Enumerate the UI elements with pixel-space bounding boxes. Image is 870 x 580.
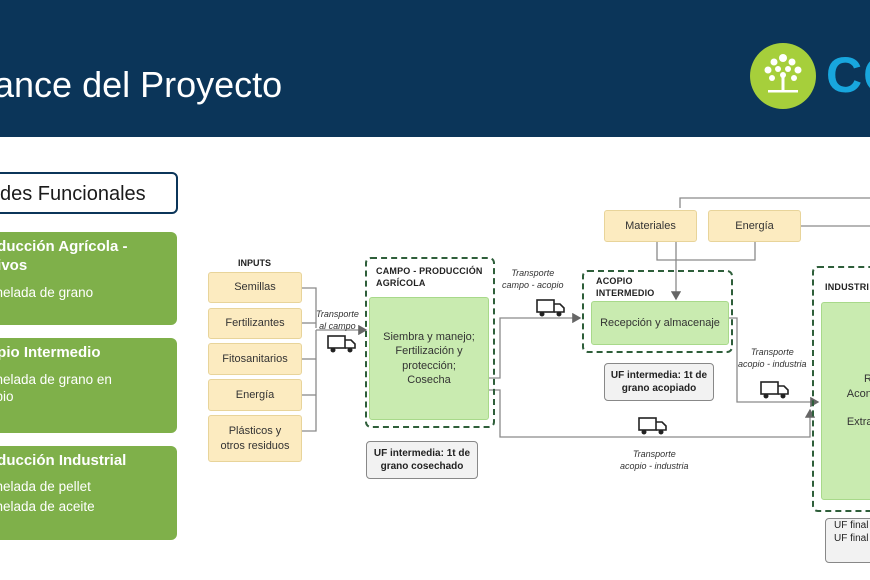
input-energia-top: Energía (708, 210, 801, 242)
process-line: Cosecha (407, 373, 451, 386)
uf-line: UF intermedia: 1t de (610, 370, 708, 381)
page-title: ance del Proyecto (0, 64, 283, 105)
input-semillas: Semillas (208, 272, 302, 303)
campo-uf-box: UF intermedia: 1t de grano cosechado (366, 441, 478, 479)
uf-line: grano acopiado (621, 383, 697, 394)
logo-text: CO (826, 47, 870, 103)
functional-units-title: des Funcionales (0, 183, 146, 205)
campo-stage-frame (365, 257, 495, 428)
stage-title-line: CAMPO - PRODUCCIÓN (376, 266, 483, 276)
acopio-stage-title: ACOPIO INTERMEDIO (596, 276, 655, 299)
industria-process-box: Re Acond P Extrac (821, 302, 870, 500)
truck-icon (327, 334, 357, 359)
transport-text: Transporte (750, 347, 794, 357)
card-text-line: onelada de aceite (0, 499, 95, 514)
card-text-line: opio (0, 389, 14, 404)
acopio-uf-box: UF intermedia: 1t de grano acopiado (604, 363, 714, 401)
acopio-stage-frame (582, 270, 733, 353)
campo-process-box: Siembra y manejo; Fertilización y protec… (369, 297, 489, 420)
inputs-title: INPUTS (238, 258, 272, 268)
industria-stage-frame (812, 266, 870, 512)
functional-units-title-box: des Funcionales (0, 172, 178, 214)
input-energia: Energía (208, 379, 302, 411)
input-fertilizantes: Fertilizantes (208, 308, 302, 339)
industria-uf-box: UF final UF final (825, 518, 870, 563)
transport-text: al campo (319, 320, 356, 331)
input-materiales: Materiales (604, 210, 697, 242)
process-line: protección; (402, 359, 456, 372)
acopio-process-box: Recepción y almacenaje (591, 301, 729, 345)
transport-campo-acopio-label: Transporte campo - acopio (502, 268, 564, 291)
industria-stage-title: INDUSTRI (825, 282, 870, 292)
process-line: Extrac (846, 416, 870, 429)
truck-icon (536, 298, 566, 323)
transport-acopio-industria-label: Transporte acopio - industria (738, 347, 807, 370)
card-title-line: oducción Agrícola - (0, 238, 128, 255)
card-produccion-industrial: oducción Industrial onelada de pellet on… (0, 446, 177, 540)
uf-line: UF final (834, 533, 869, 544)
logo-tree-icon (750, 43, 816, 109)
card-text-line: onelada de grano (0, 285, 94, 300)
uf-line: UF intermedia: 1t de (373, 448, 471, 459)
uf-line: grano cosechado (380, 461, 464, 472)
truck-icon (638, 416, 668, 441)
header-bar: ance del Proyecto CO (0, 0, 870, 137)
transport-al-campo-label: Transporte al campo (316, 309, 359, 332)
transport-text: campo - acopio (502, 279, 564, 290)
stage-title-line: AGRÍCOLA (376, 277, 426, 288)
transport-text: Transporte (632, 449, 676, 459)
card-title-line: opio Intermedio (0, 344, 101, 361)
transport-text: acopio - industria (620, 460, 689, 471)
process-line: Acond (846, 387, 870, 400)
input-plasticos-label: Plásticos y otros residuos (220, 425, 290, 452)
truck-icon (760, 380, 790, 405)
transport-text: Transporte (511, 268, 555, 278)
card-title-line: ltivos (0, 257, 28, 274)
process-line: Siembra y manejo; (383, 330, 475, 343)
card-produccion-agricola: oducción Agrícola - ltivos onelada de gr… (0, 232, 177, 325)
uf-line: UF final (834, 520, 869, 531)
process-line: Re (863, 373, 870, 386)
input-fitosanitarios: Fitosanitarios (208, 343, 302, 375)
input-plasticos: Plásticos y otros residuos (208, 415, 302, 462)
process-line: Fertilización y (395, 345, 463, 358)
transport-acopio-industria-bottom-label: Transporte acopio - industria (620, 449, 689, 472)
campo-stage-title: CAMPO - PRODUCCIÓN AGRÍCOLA (376, 266, 483, 289)
card-acopio-intermedio: opio Intermedio onelada de grano en opio (0, 338, 177, 433)
stage-title-line: ACOPIO (596, 276, 633, 286)
transport-text: acopio - industria (738, 358, 807, 369)
card-text-line: onelada de pellet (0, 479, 91, 494)
card-title-line: oducción Industrial (0, 452, 127, 469)
card-text-line: onelada de grano en (0, 372, 112, 387)
transport-text: Transporte (316, 309, 359, 319)
stage-title-line: INTERMEDIO (596, 287, 655, 298)
